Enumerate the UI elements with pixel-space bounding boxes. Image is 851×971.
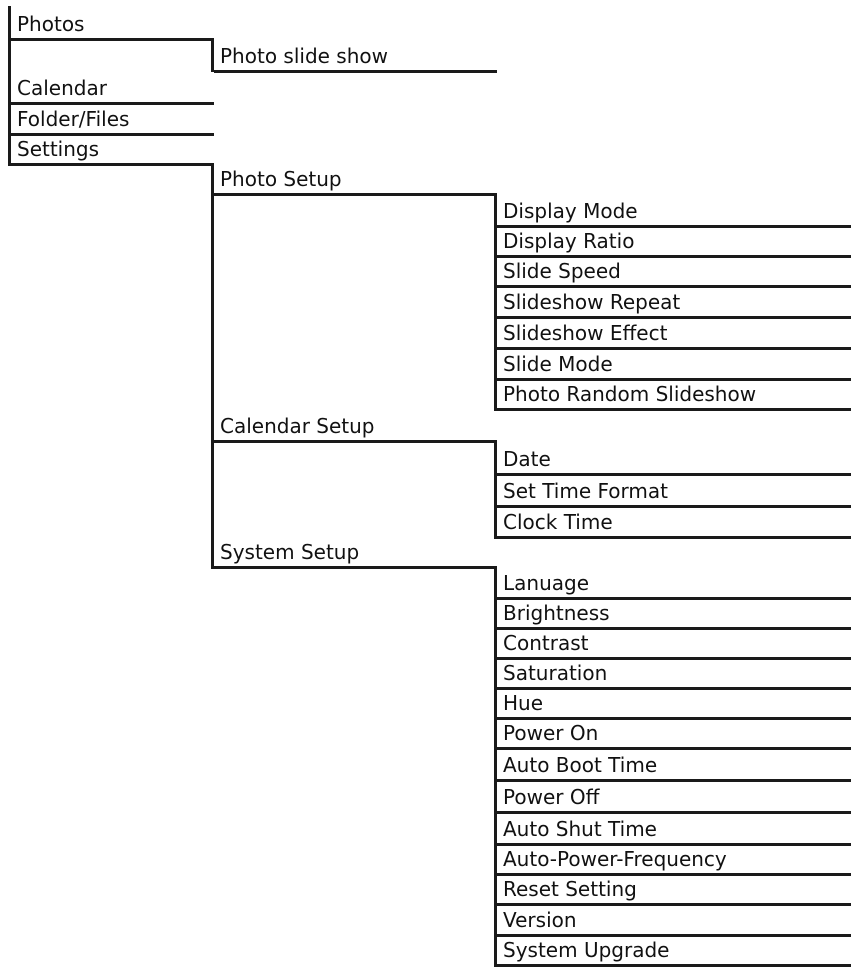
menu-item-label: Saturation <box>503 661 608 685</box>
menu-item-label: Photo slide show <box>220 44 388 68</box>
menu-item-label: Clock Time <box>503 510 613 534</box>
menu-item-label: Display Ratio <box>503 229 635 253</box>
menu-item-label: Settings <box>17 137 100 161</box>
menu-item-auto-power-frequency: Auto-Power-Frequency <box>497 843 851 876</box>
menu-item-slide-mode: Slide Mode <box>497 347 851 381</box>
menu-item-system-upgrade: System Upgrade <box>497 934 851 967</box>
menu-item-version: Version <box>497 903 851 937</box>
menu-item-label: Auto Shut Time <box>503 817 657 841</box>
menu-item-slideshow-repeat: Slideshow Repeat <box>497 285 851 319</box>
level1-connector <box>8 6 11 166</box>
menu-item-date: Date <box>497 440 851 476</box>
system-setup-connector <box>494 566 497 967</box>
menu-item-label: Power Off <box>503 785 600 809</box>
menu-item-label: Photo Random Slideshow <box>503 382 757 406</box>
menu-item-label: System Upgrade <box>503 938 670 962</box>
menu-item-display-mode: Display Mode <box>497 193 851 228</box>
menu-item-label: Contrast <box>503 631 589 655</box>
menu-item-auto-shut-time: Auto Shut Time <box>497 811 851 846</box>
menu-item-label: Folder/Files <box>17 107 130 131</box>
menu-item-calendar: Calendar <box>11 71 214 105</box>
calendar-setup-connector <box>494 440 497 539</box>
menu-item-label: Power On <box>503 721 599 745</box>
menu-item-label: Auto Boot Time <box>503 753 658 777</box>
menu-item-hue: Hue <box>497 687 851 720</box>
photos-connector <box>211 38 214 72</box>
menu-item-label: Slideshow Repeat <box>503 290 681 314</box>
menu-item-saturation: Saturation <box>497 657 851 690</box>
menu-item-contrast: Contrast <box>497 627 851 660</box>
menu-item-label: Slide Mode <box>503 352 613 376</box>
menu-item-reset-setting: Reset Setting <box>497 873 851 906</box>
menu-item-label: Slide Speed <box>503 259 621 283</box>
photo-setup-connector <box>494 193 497 411</box>
menu-item-label: Hue <box>503 691 544 715</box>
menu-item-photos: Photos <box>11 8 214 41</box>
menu-item-label: Lanuage <box>503 571 590 595</box>
menu-item-label: Photos <box>17 12 85 36</box>
menu-item-label: Calendar Setup <box>220 414 375 438</box>
menu-item-auto-boot-time: Auto Boot Time <box>497 747 851 782</box>
menu-item-label: System Setup <box>220 540 360 564</box>
menu-item-power-off: Power Off <box>497 779 851 814</box>
menu-item-label: Display Mode <box>503 199 638 223</box>
menu-item-power-on: Power On <box>497 717 851 750</box>
menu-item-calendar-setup: Calendar Setup <box>214 408 497 443</box>
menu-item-display-ratio: Display Ratio <box>497 225 851 258</box>
menu-item-label: Version <box>503 908 577 932</box>
menu-item-slideshow-effect: Slideshow Effect <box>497 316 851 350</box>
settings-connector <box>211 163 214 569</box>
menu-item-photo-random-slideshow: Photo Random Slideshow <box>497 378 851 411</box>
menu-item-clock-time: Clock Time <box>497 505 851 539</box>
menu-item-label: Reset Setting <box>503 877 637 901</box>
menu-item-slide-speed: Slide Speed <box>497 255 851 288</box>
menu-item-label: Photo Setup <box>220 167 342 191</box>
menu-item-system-setup: System Setup <box>214 536 497 569</box>
menu-item-label: Auto-Power-Frequency <box>503 847 727 871</box>
menu-item-photo-setup: Photo Setup <box>214 163 497 196</box>
menu-item-label: Brightness <box>503 601 610 625</box>
menu-item-photo-slide-show: Photo slide show <box>214 38 497 73</box>
menu-item-label: Slideshow Effect <box>503 321 668 345</box>
menu-item-folder-files: Folder/Files <box>11 103 214 136</box>
menu-item-label: Calendar <box>17 76 107 100</box>
menu-item-label: Set Time Format <box>503 479 668 503</box>
menu-item-settings: Settings <box>11 133 214 166</box>
menu-item-set-time-format: Set Time Format <box>497 473 851 508</box>
menu-item-label: Date <box>503 447 551 471</box>
menu-item-language: Lanuage <box>497 566 851 600</box>
menu-item-brightness: Brightness <box>497 597 851 630</box>
